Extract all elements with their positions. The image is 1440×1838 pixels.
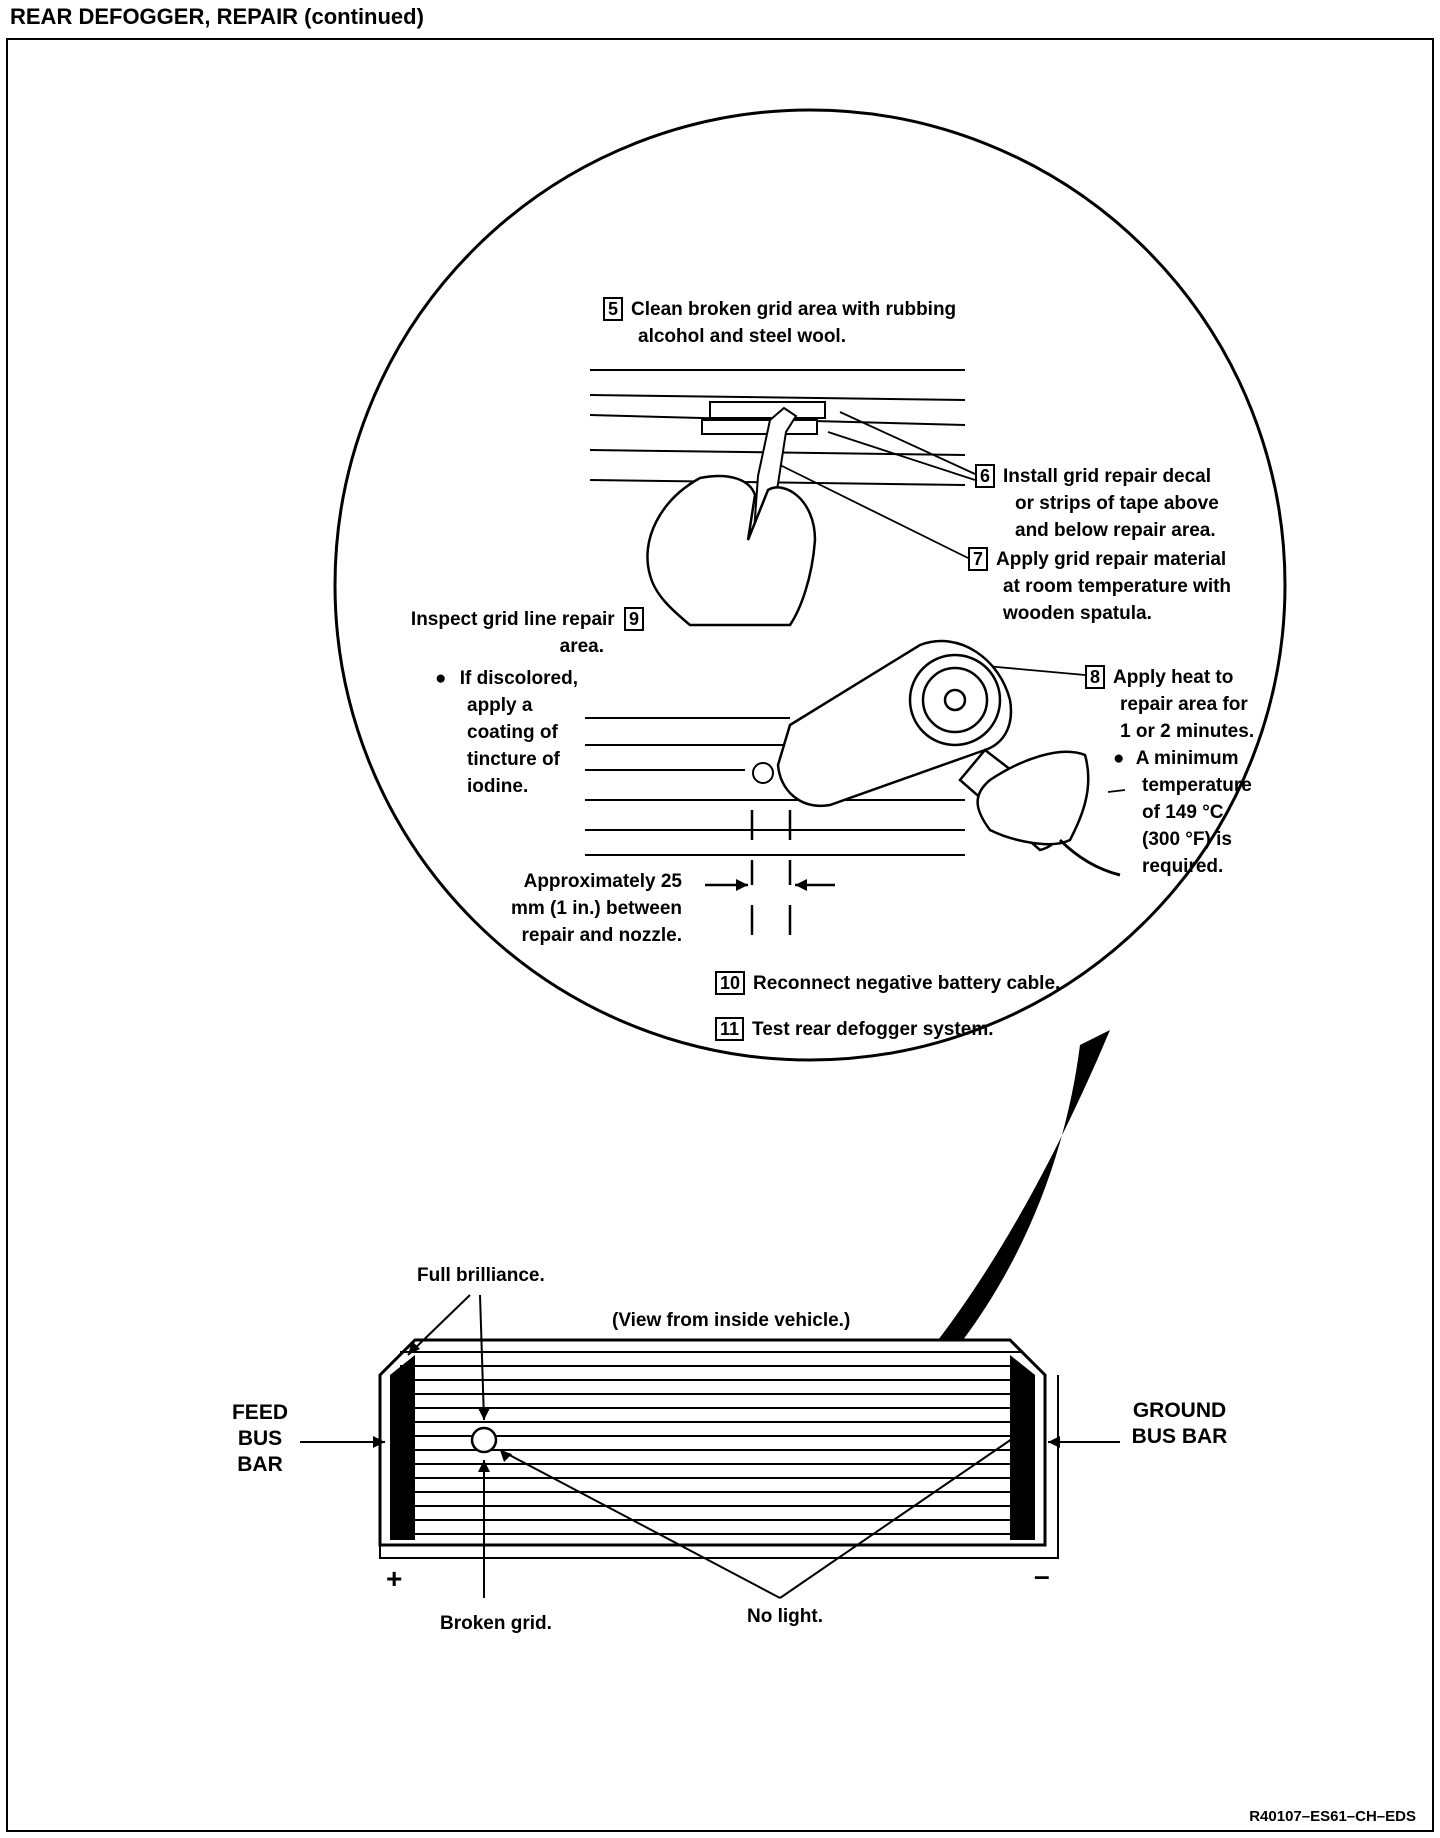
broken-grid-spot: [470, 1426, 498, 1454]
reference-code: R40107–ES61–CH–EDS: [1249, 1808, 1416, 1825]
bullet-icon: ●: [1113, 748, 1125, 769]
repair-decal-bottom: [701, 419, 818, 435]
ground-bus-bar-label: GROUND BUS BAR: [1131, 1399, 1228, 1448]
lower-grid-lines: [585, 717, 965, 856]
bullet-icon: ●: [435, 668, 447, 689]
step-9: Inspect grid line repair 9 area.: [360, 606, 644, 660]
hand-lower-icon: [976, 750, 1090, 846]
step-9-bullet: ● If discolored, apply a coating of tinc…: [435, 668, 579, 797]
broken-grid-label: Broken grid.: [440, 1613, 552, 1634]
feed-bus-bar-label: FEED BUS BAR: [231, 1401, 288, 1476]
magnifier-connector: [770, 1030, 1110, 1490]
detail-circle: [333, 108, 1287, 1062]
distance-note: Approximately 25 mm (1 in.) between repa…: [510, 871, 682, 946]
rear-window: [378, 1338, 1059, 1559]
step-10-number: 10: [715, 971, 746, 995]
heat-gun-cord: [1058, 838, 1121, 877]
step-9-number: 9: [623, 607, 644, 631]
step-11-number: 11: [715, 1017, 745, 1041]
step-5-number: 5: [603, 297, 624, 321]
step-7-number: 7: [968, 547, 989, 571]
page-title: REAR DEFOGGER, REPAIR (continued): [10, 4, 424, 29]
defogger-grid-lines: [400, 1351, 1022, 1535]
no-light-label: No light.: [747, 1606, 823, 1627]
repair-decal-top: [709, 401, 826, 419]
ground-bus-bar: [1010, 1355, 1035, 1540]
positive-sign: +: [386, 1563, 403, 1594]
step-8-number: 8: [1085, 665, 1106, 689]
hand-upper-icon: [646, 474, 817, 627]
full-brilliance-label: Full brilliance.: [417, 1265, 545, 1286]
feed-bus-bar: [390, 1355, 415, 1540]
figure-frame: [6, 38, 1434, 1832]
repair-spot: [752, 762, 774, 784]
step-6-number: 6: [975, 464, 996, 488]
view-label: (View from inside vehicle.): [612, 1310, 851, 1331]
negative-sign: –: [1034, 1560, 1050, 1591]
